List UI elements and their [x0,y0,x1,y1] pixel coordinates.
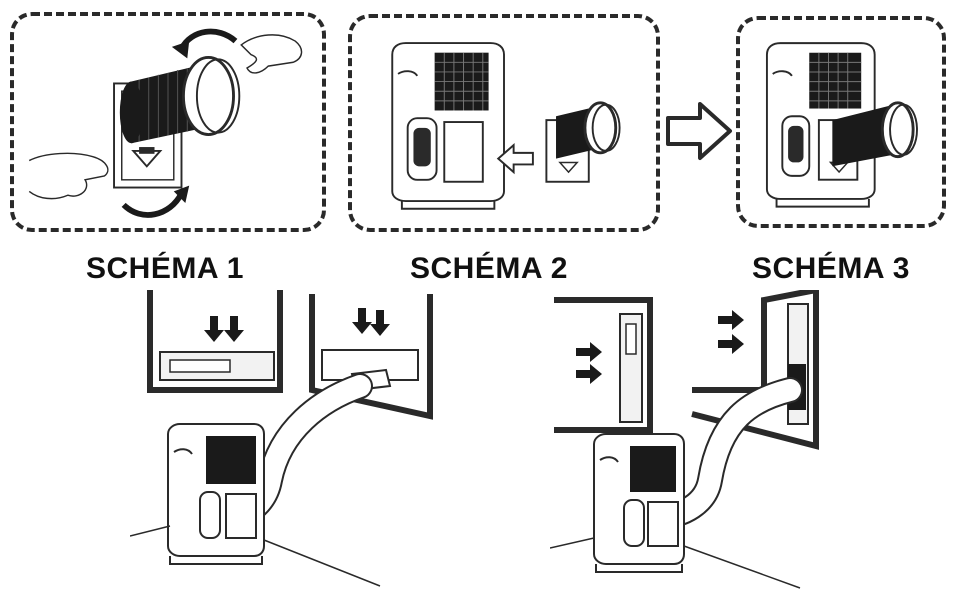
vertical-window-illustration [130,290,433,587]
schema-2-panel [348,14,660,232]
vertical-window-installation [130,290,460,590]
schema-1-panel [10,12,326,232]
schema-1-caption: SCHÉMA 1 [86,252,244,285]
horizontal-window-illustration [550,290,819,589]
schema-3-illustration [765,42,918,208]
schema-3-panel [736,16,946,228]
schema-3-caption: SCHÉMA 3 [752,252,910,285]
schema-2-illustration [391,42,621,210]
schema-2-caption: SCHÉMA 2 [410,252,568,285]
right-arrow-icon [666,102,732,160]
horizontal-window-installation [550,290,880,590]
schema-1-illustration [28,28,303,218]
